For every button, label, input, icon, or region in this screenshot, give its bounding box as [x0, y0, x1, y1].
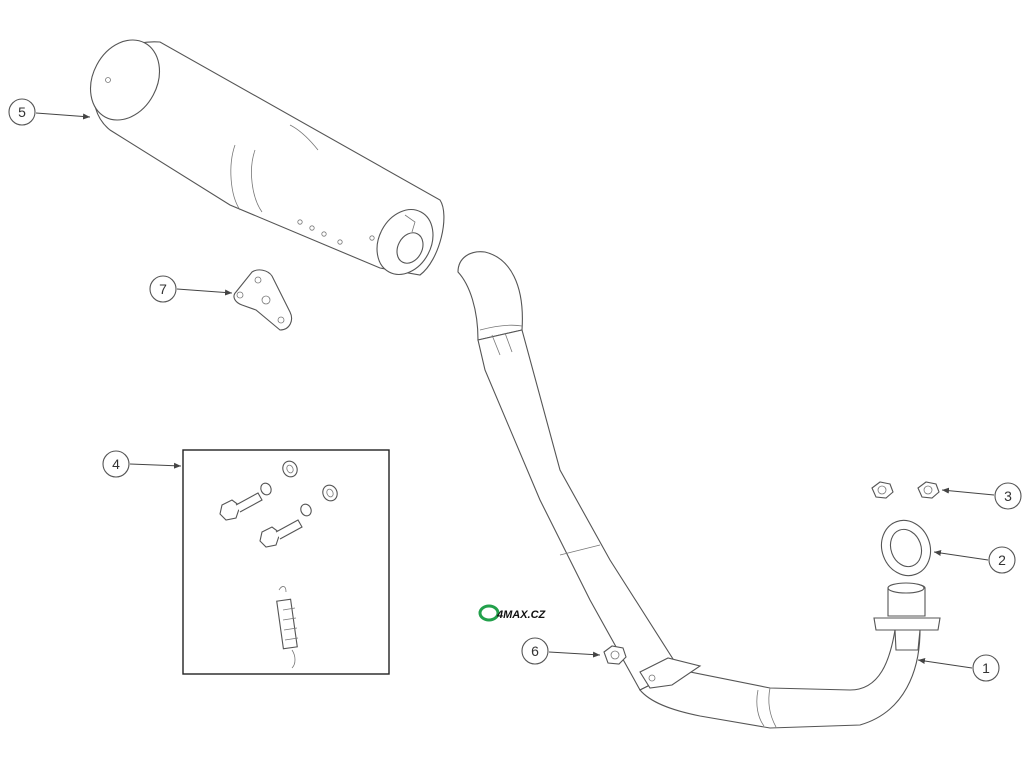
callout-2-number: 2: [998, 552, 1006, 568]
callout-3-number: 3: [1004, 488, 1012, 504]
kit-spring: [276, 586, 299, 669]
header-nuts-part: [871, 481, 940, 499]
callout-5: 5: [8, 98, 91, 126]
callout-6: 6: [521, 637, 601, 665]
kit-bolt-lower: [259, 484, 338, 548]
callout-1-number: 1: [982, 660, 990, 676]
hanger-nut-part: [603, 645, 627, 665]
silencer-part: [89, 39, 445, 276]
callout-6-number: 6: [531, 643, 539, 659]
callout-4: 4: [102, 450, 182, 478]
callout-3: 3: [941, 482, 1022, 510]
mounting-kit-box: [182, 449, 390, 675]
callout-7-number: 7: [159, 281, 167, 297]
callout-2: 2: [933, 546, 1016, 574]
header-pipe-part: [457, 251, 941, 729]
gasket-part: [880, 519, 932, 577]
callout-5-number: 5: [18, 104, 26, 120]
callout-1: 1: [917, 654, 1000, 682]
watermark-text: 4MAX.CZ: [496, 609, 547, 621]
bracket-part: [233, 269, 293, 331]
kit-bolt-upper: [219, 460, 298, 521]
watermark-logo: 4MAX.CZ: [478, 604, 547, 622]
callout-7: 7: [149, 275, 233, 303]
callout-4-number: 4: [112, 456, 120, 472]
